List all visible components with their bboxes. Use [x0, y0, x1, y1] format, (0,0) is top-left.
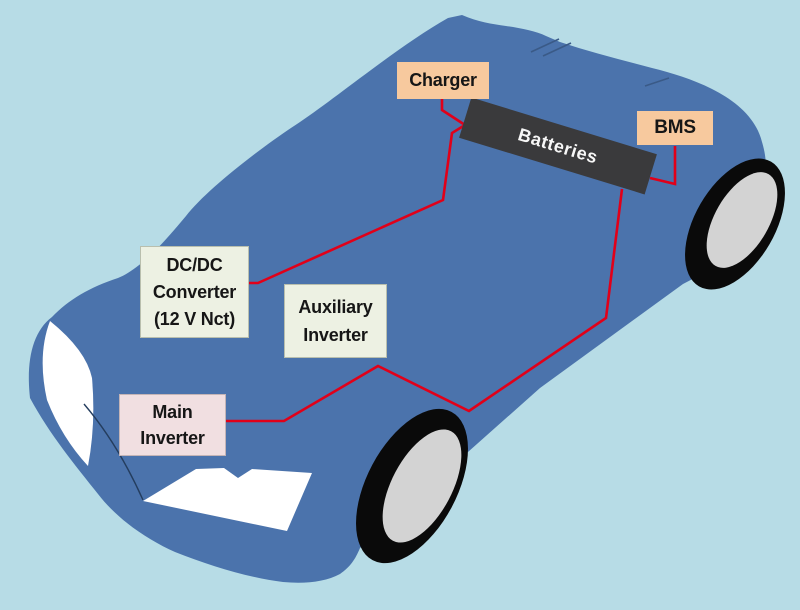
front-wheel-rim [382, 429, 462, 543]
windshield-shape [42, 321, 94, 466]
wire-batteries-to-main-inverter [226, 188, 624, 423]
charger-label-text: Charger [409, 70, 477, 90]
dcdc-converter-label-line: DC/DC [166, 254, 223, 275]
roof-seam-line [542, 42, 572, 57]
rear-seam-line [644, 77, 670, 87]
wire-charger-to-batteries [440, 99, 466, 127]
dcdc-converter-label-line: (12 V Nct) [153, 308, 236, 329]
dcdc-converter-label-line: Converter [152, 281, 237, 302]
bms-label-text: BMS [654, 117, 696, 138]
auxiliary-inverter-label: Auxiliary Inverter [284, 284, 387, 358]
main-inverter-label: Main Inverter [119, 394, 226, 456]
wire-batteries-to-bms [649, 146, 677, 186]
charger-label: Charger [397, 62, 489, 99]
wire-batteries-to-dcdc-converter [249, 123, 466, 285]
roof-seam-line [530, 38, 560, 53]
dcdc-converter-label: DC/DC Converter (12 V Nct) [140, 246, 249, 338]
main-inverter-label-line: Inverter [140, 428, 205, 448]
auxiliary-inverter-label-line: Inverter [303, 325, 368, 345]
headlight-shape [143, 468, 312, 531]
auxiliary-inverter-label-line: Auxiliary [298, 297, 373, 317]
bms-label: BMS [637, 111, 713, 145]
rear-wheel-rim [706, 172, 778, 268]
main-inverter-label-line: Main [152, 402, 193, 422]
body-crease-line [83, 403, 144, 501]
